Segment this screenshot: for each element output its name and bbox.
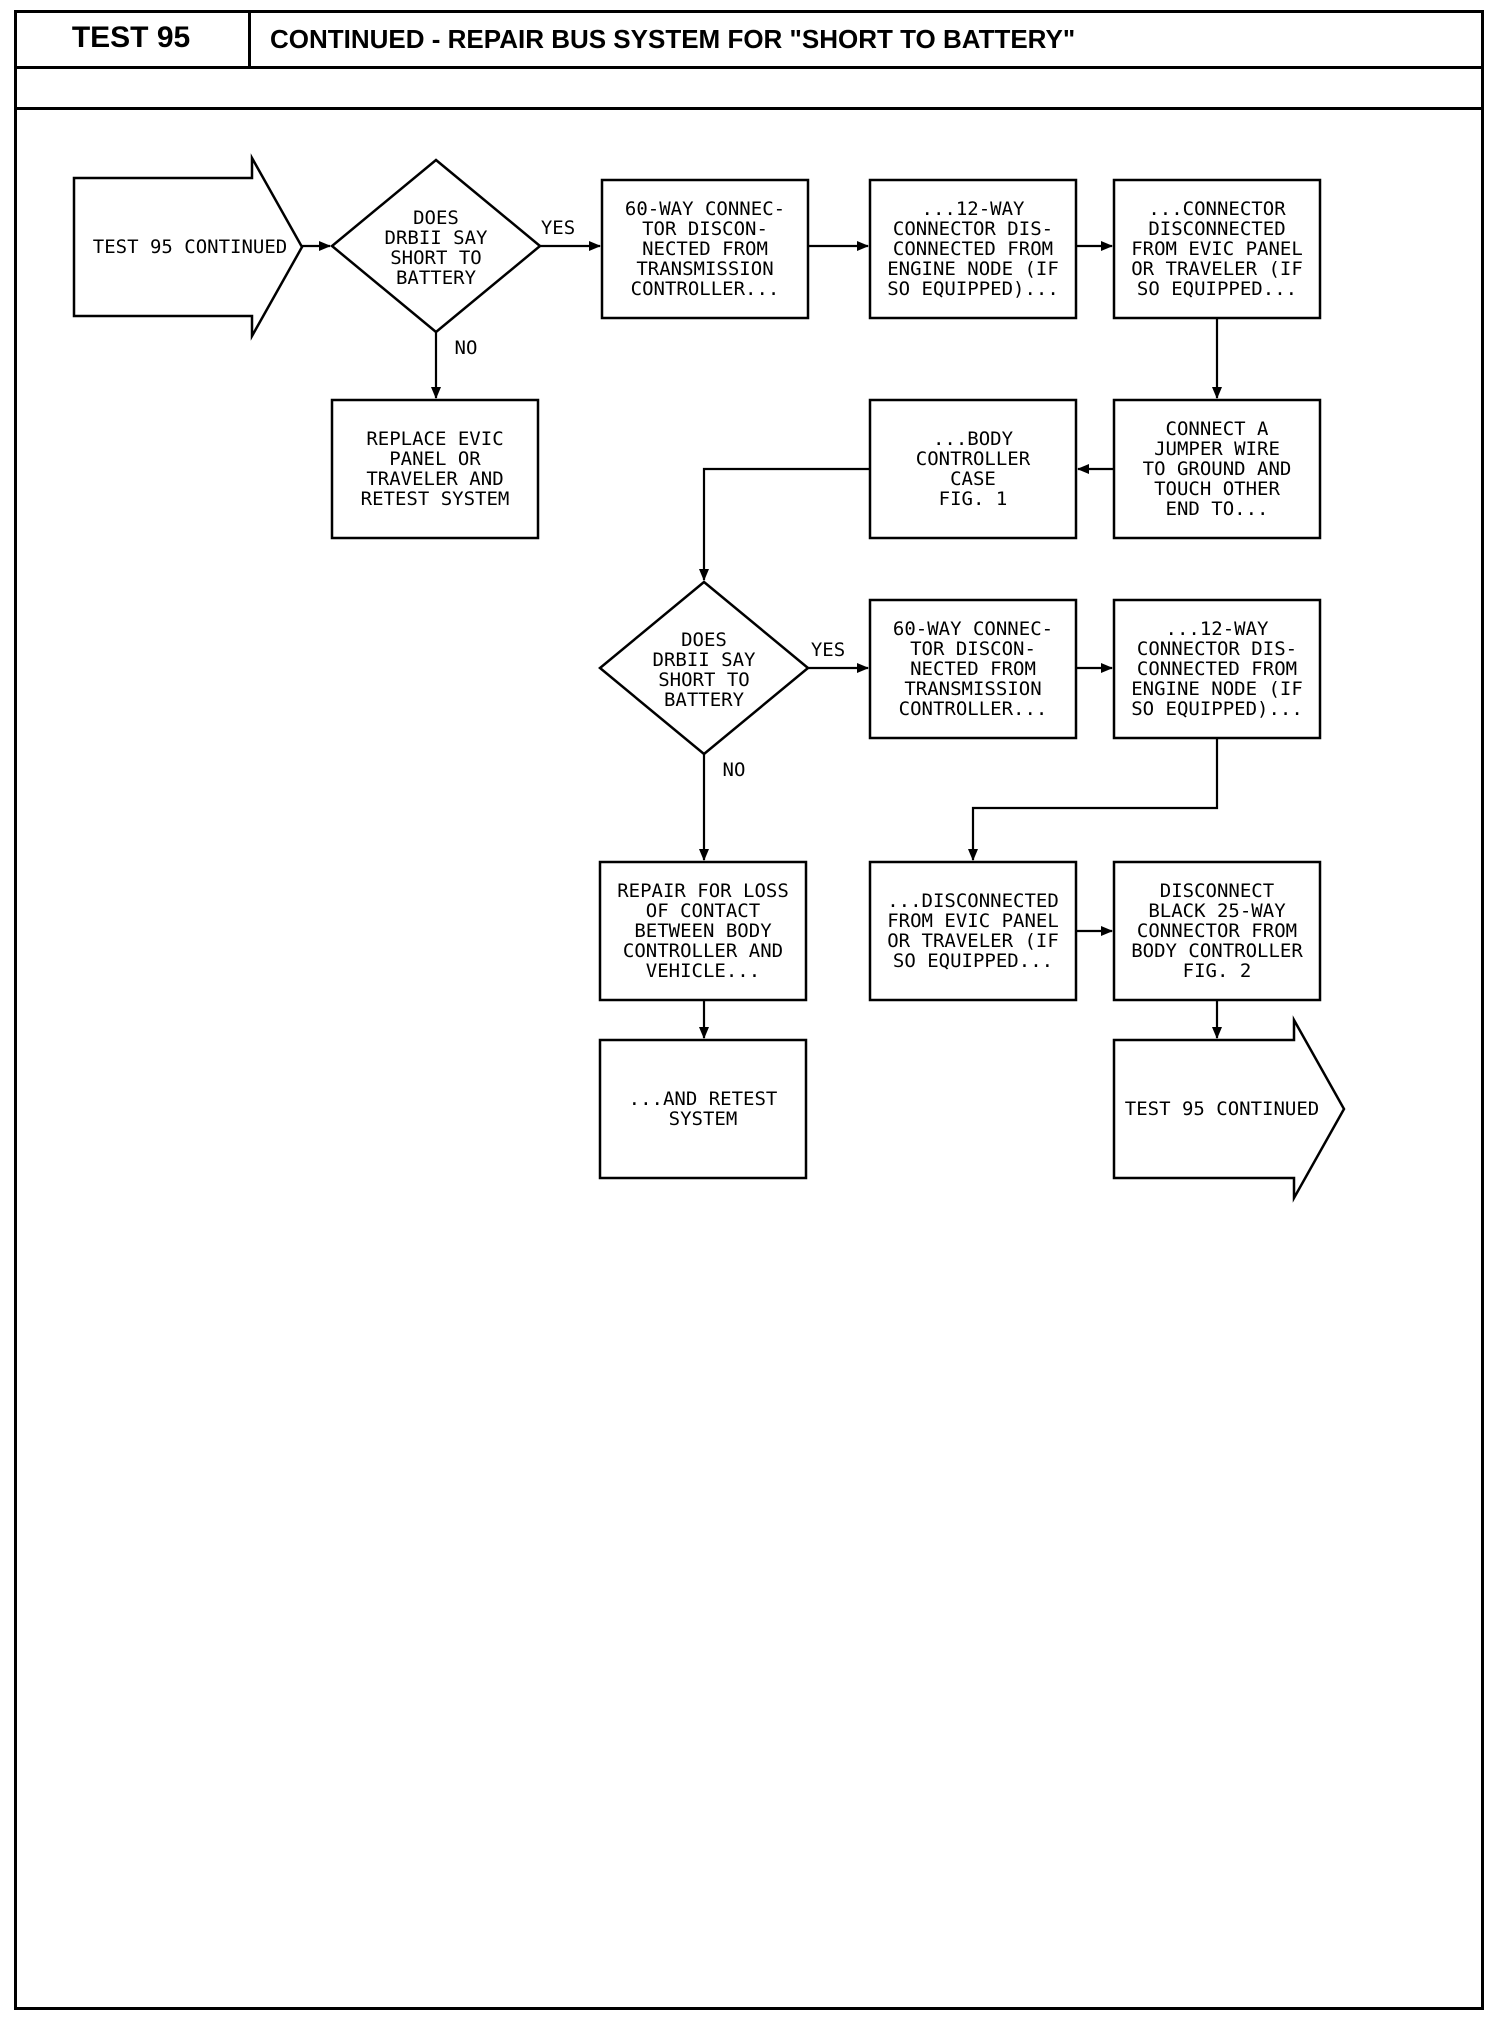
box-60way-2-line-5: CONTROLLER... [899, 698, 1048, 720]
box-60way-2-line-1: 60-WAY CONNEC- [893, 618, 1053, 640]
decision-1-diamond-line-1: DOES [413, 207, 459, 229]
box-12way-1-line-5: SO EQUIPPED)... [887, 278, 1059, 300]
box-disconnect-black-line-1: DISCONNECT [1160, 880, 1274, 902]
entry-arrow-line-1: TEST 95 CONTINUED [93, 236, 287, 258]
decision-2-diamond-line-4: BATTERY [664, 689, 745, 711]
box-body-case-line-2: CONTROLLER [916, 448, 1031, 470]
arrow-body-case-to-decision-2 [699, 467, 870, 581]
box-repair-loss-line-1: REPAIR FOR LOSS [617, 880, 789, 902]
box-replace-evic [330, 398, 540, 540]
box-replace-evic-line-4: RETEST SYSTEM [361, 488, 510, 510]
box-disconnected-evic-line-4: SO EQUIPPED... [893, 950, 1053, 972]
box-connector-evic-line-5: SO EQUIPPED... [1137, 278, 1297, 300]
box-12way-2-line-2: CONNECTOR DIS- [1137, 638, 1297, 660]
box-and-retest [598, 1038, 808, 1180]
box-60way-1-line-5: CONTROLLER... [631, 278, 780, 300]
decision-2-no-label: NO [723, 759, 746, 781]
box-disconnected-evic-line-2: FROM EVIC PANEL [887, 910, 1059, 932]
page-frame [14, 10, 1484, 2010]
box-jumper-wire-line-3: TO GROUND AND [1143, 458, 1292, 480]
box-60way-2-line-2: TOR DISCON- [910, 638, 1036, 660]
box-jumper-wire-line-2: JUMPER WIRE [1154, 438, 1280, 460]
arrow-12way-2-to-disconnected [968, 738, 1219, 861]
decision-2-diamond-line-3: SHORT TO [658, 669, 750, 691]
box-disconnect-black-line-4: BODY CONTROLLER [1131, 940, 1303, 962]
box-disconnect-black-line-3: CONNECTOR FROM [1137, 920, 1297, 942]
decision-2-diamond-line-1: DOES [681, 629, 727, 651]
box-repair-loss-line-3: BETWEEN BODY [634, 920, 772, 942]
box-60way-1-line-1: 60-WAY CONNEC- [625, 198, 785, 220]
box-60way-1-line-4: TRANSMISSION [636, 258, 773, 280]
decision-1-diamond-line-4: BATTERY [396, 267, 477, 289]
box-12way-2-line-5: SO EQUIPPED)... [1131, 698, 1303, 720]
box-repair-loss-line-5: VEHICLE... [646, 960, 760, 982]
box-body-case-line-4: FIG. 1 [939, 488, 1008, 510]
test-number-label: TEST 95 [14, 10, 251, 69]
box-and-retest-line-1: ...AND RETEST [629, 1088, 778, 1110]
box-12way-1-line-1: ...12-WAY [922, 198, 1026, 220]
box-replace-evic-line-2: PANEL OR [389, 448, 481, 470]
box-connector-evic-line-4: OR TRAVELER (IF [1131, 258, 1303, 280]
box-60way-2-text: 60-WAY CONNEC-TOR DISCON-NECTED FROMTRAN… [893, 618, 1053, 720]
decision-1-diamond-line-2: DRBII SAY [385, 227, 489, 249]
decision-1-diamond-line-3: SHORT TO [390, 247, 482, 269]
box-12way-1-line-2: CONNECTOR DIS- [893, 218, 1053, 240]
box-disconnect-black-line-2: BLACK 25-WAY [1148, 900, 1286, 922]
entry-arrow-text: TEST 95 CONTINUED [93, 236, 287, 258]
box-jumper-wire-line-5: END TO... [1166, 498, 1269, 520]
page-title: CONTINUED - REPAIR BUS SYSTEM FOR "SHORT… [270, 24, 1076, 54]
box-disconnect-black-line-5: FIG. 2 [1183, 960, 1252, 982]
box-12way-1 [868, 178, 1078, 320]
box-60way-2-line-4: TRANSMISSION [904, 678, 1041, 700]
box-connector-evic-line-2: DISCONNECTED [1148, 218, 1285, 240]
exit-arrow [1112, 1015, 1346, 1203]
box-body-case-line-1: ...BODY [933, 428, 1014, 450]
box-12way-2-line-3: CONNECTED FROM [1137, 658, 1297, 680]
decision-1-no-label: NO [455, 337, 478, 359]
box-and-retest-line-2: SYSTEM [669, 1108, 738, 1130]
box-connector-evic-line-3: FROM EVIC PANEL [1131, 238, 1303, 260]
box-12way-2-line-4: ENGINE NODE (IF [1131, 678, 1303, 700]
box-replace-evic-line-3: TRAVELER AND [366, 468, 503, 490]
exit-arrow-line-1: TEST 95 CONTINUED [1125, 1098, 1319, 1120]
box-jumper-wire-line-4: TOUCH OTHER [1154, 478, 1280, 500]
box-repair-loss-line-4: CONTROLLER AND [623, 940, 783, 962]
entry-arrow [72, 153, 304, 341]
exit-arrow-text: TEST 95 CONTINUED [1125, 1098, 1319, 1120]
box-disconnected-evic-line-3: OR TRAVELER (IF [887, 930, 1059, 952]
box-repair-loss-line-2: OF CONTACT [646, 900, 760, 922]
decision-1-yes-label: YES [541, 217, 575, 239]
decision-2-diamond-line-2: DRBII SAY [653, 649, 757, 671]
box-disconnected-evic-line-1: ...DISCONNECTED [887, 890, 1059, 912]
box-jumper-wire-line-1: CONNECT A [1166, 418, 1270, 440]
header: TEST 95 CONTINUED - REPAIR BUS SYSTEM FO… [14, 10, 1484, 110]
box-60way-1-line-3: NECTED FROM [642, 238, 768, 260]
box-12way-1-line-3: CONNECTED FROM [893, 238, 1053, 260]
box-replace-evic-line-1: REPLACE EVIC [366, 428, 503, 450]
box-body-case-line-3: CASE [950, 468, 996, 490]
title-divider [251, 66, 1484, 69]
box-12way-1-line-4: ENGINE NODE (IF [887, 258, 1059, 280]
box-60way-1-text: 60-WAY CONNEC-TOR DISCON-NECTED FROMTRAN… [625, 198, 785, 300]
box-12way-2-line-1: ...12-WAY [1166, 618, 1270, 640]
decision-2-yes-label: YES [811, 639, 845, 661]
box-60way-2-line-3: NECTED FROM [910, 658, 1036, 680]
box-connector-evic-line-1: ...CONNECTOR [1148, 198, 1286, 220]
box-60way-1-line-2: TOR DISCON- [642, 218, 768, 240]
box-60way-1 [600, 178, 810, 320]
